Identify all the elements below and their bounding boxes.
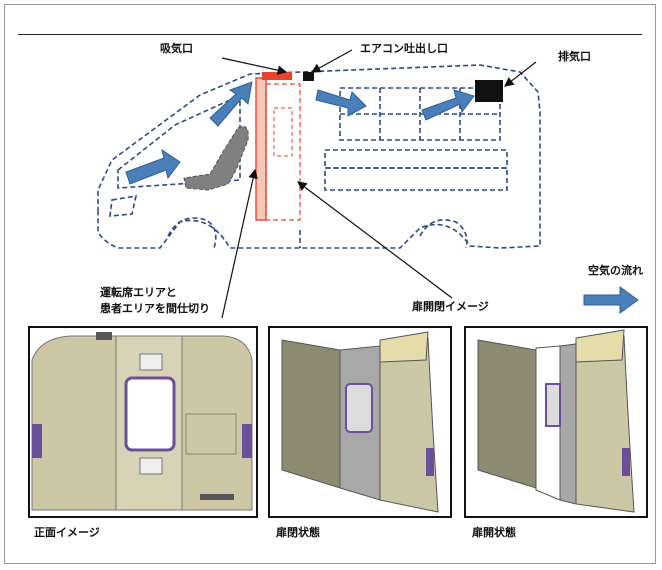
- airflow-arrows: [125, 81, 639, 314]
- panel-caption-door-closed: 扉閉状態: [276, 526, 320, 539]
- exhaust-box: [475, 80, 503, 102]
- top-rule: [18, 34, 642, 35]
- exhaust-leader: [504, 61, 537, 87]
- aircon-outlet-box: [303, 72, 314, 81]
- legend-arrow: [583, 286, 639, 314]
- airflow-legend-label: 空気の流れ: [588, 264, 643, 277]
- panel-caption-door-open: 扉開状態: [472, 526, 516, 539]
- intake-label: 吸気口: [160, 42, 193, 55]
- partition-leader: [221, 168, 258, 319]
- van-outline: [97, 64, 541, 249]
- door-image-label: 扉開閉イメージ: [412, 300, 489, 313]
- driver-seat: [183, 126, 249, 191]
- panel-door-open: [464, 326, 648, 518]
- door-open-drawing: [477, 329, 635, 513]
- partition-wall: [255, 72, 301, 221]
- panel-door-closed: [268, 326, 452, 518]
- exhaust-label: 排気口: [558, 50, 591, 63]
- door-closed-drawing: [281, 331, 439, 513]
- partition-note-line1: 運転席エリアと: [100, 286, 177, 299]
- aircon-leader: [310, 49, 353, 73]
- partition-note-line2: 患者エリアを間仕切り: [100, 302, 210, 315]
- intake-leader: [221, 57, 288, 75]
- door-leader: [297, 181, 453, 299]
- aircon-outlet-label: エアコン吐出し口: [360, 42, 448, 55]
- panel-front-image: [28, 326, 258, 518]
- panel-caption-front: 正面イメージ: [34, 526, 100, 539]
- front-image-drawing: [31, 332, 253, 511]
